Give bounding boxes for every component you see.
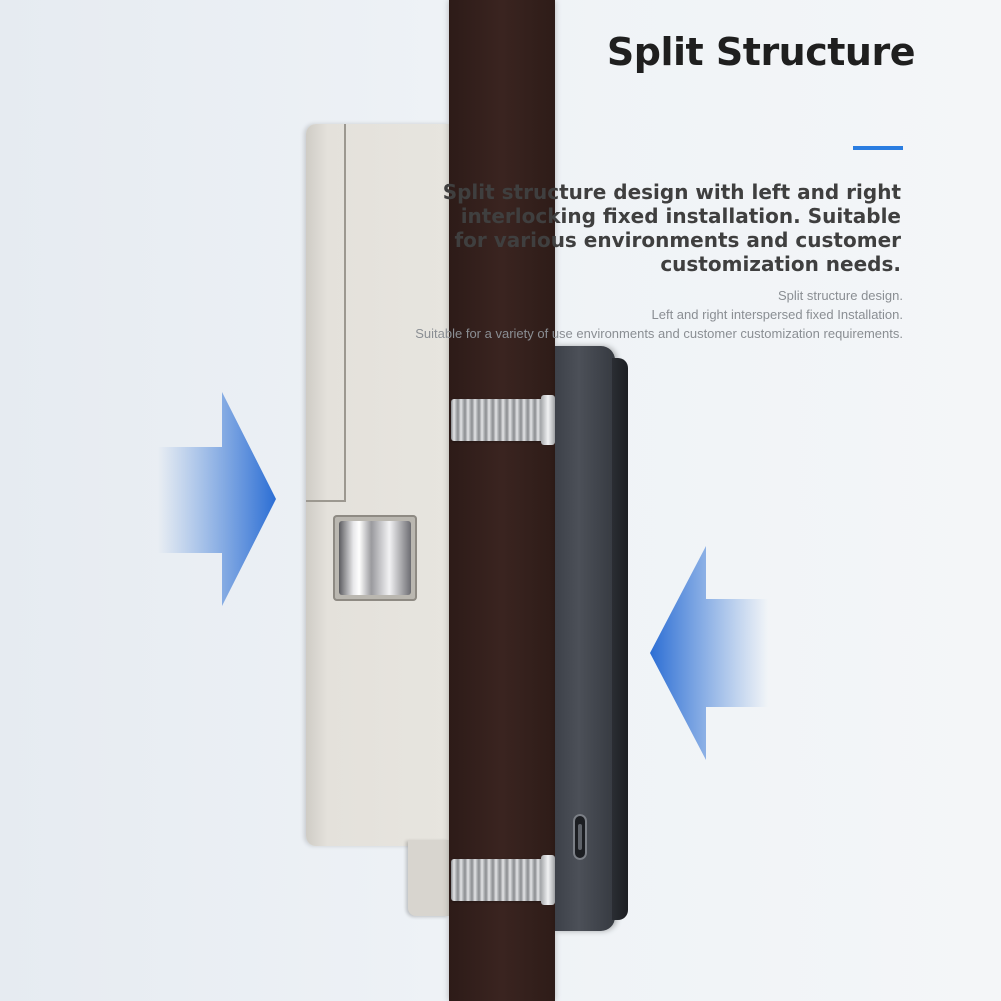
arrow-right-icon (158, 392, 276, 606)
screw-head (541, 395, 555, 445)
headline-text: Split structure design with left and rig… (442, 180, 901, 276)
lock-body-foot (408, 840, 449, 916)
keypad-face (612, 358, 628, 920)
lock-body-seam-bottom (306, 500, 346, 502)
lock-latch-core (339, 521, 411, 595)
cabinet-board (449, 0, 555, 1001)
screw-head (541, 855, 555, 905)
usb-port-slot (578, 824, 582, 850)
lock-body-unit (306, 124, 449, 846)
lock-latch (333, 515, 417, 601)
arrow-left-icon (650, 546, 768, 760)
mounting-screw-bottom (451, 855, 555, 905)
usb-port-icon (573, 814, 587, 860)
description-text: Split structure design. Left and right i… (415, 288, 903, 341)
title-accent-line (853, 146, 903, 150)
page-title: Split Structure (606, 30, 916, 74)
mounting-screw-top (451, 395, 555, 445)
lock-body-seam (344, 124, 346, 500)
